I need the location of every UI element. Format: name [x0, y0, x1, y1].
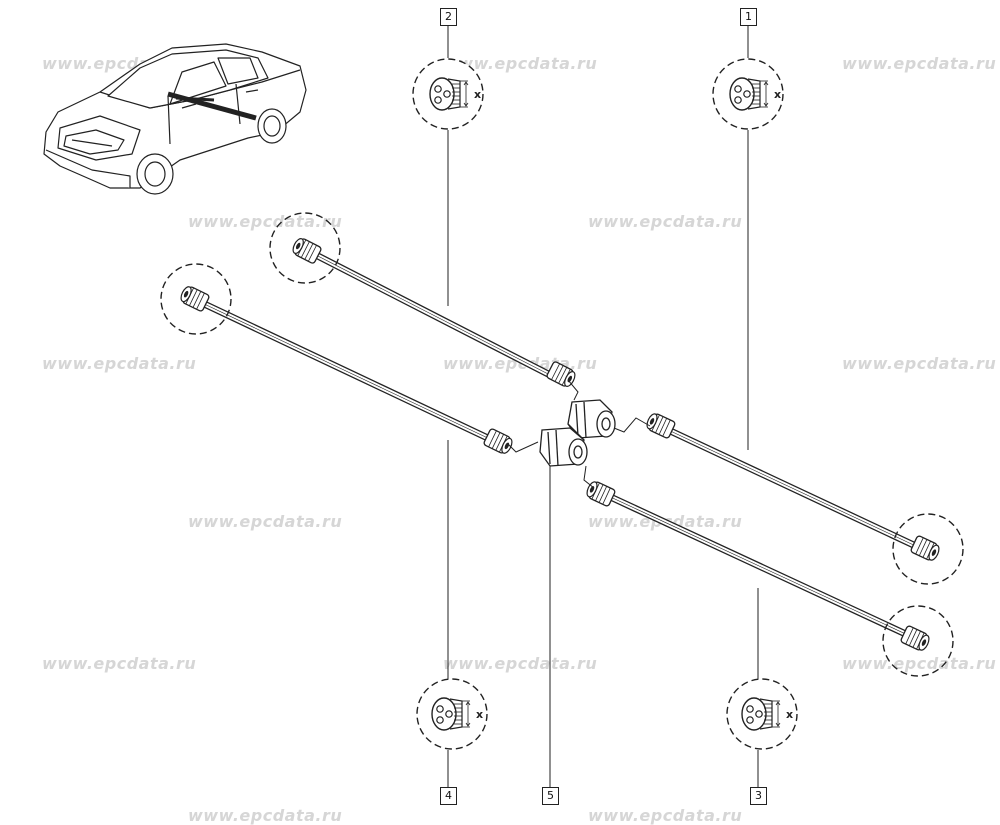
watermark: www.epcdata.ru: [443, 654, 598, 673]
callout-5[interactable]: 5: [542, 787, 559, 805]
watermark: www.epcdata.ru: [842, 654, 997, 673]
detail-circle-1: [712, 58, 784, 130]
callout-4[interactable]: 4: [440, 787, 457, 805]
dimension-label: x: [476, 708, 483, 721]
callout-2[interactable]: 2: [440, 8, 457, 26]
detail-circle-3: [726, 678, 798, 750]
watermark: www.epcdata.ru: [443, 54, 598, 73]
cable-3: [583, 478, 933, 654]
dimension-label: x: [474, 88, 481, 101]
watermark: www.epcdata.ru: [842, 54, 997, 73]
dimension-label: x: [774, 88, 781, 101]
watermark: www.epcdata.ru: [42, 654, 197, 673]
detail-circle-4: [416, 678, 488, 750]
car-illustration: [43, 43, 307, 195]
watermark: www.epcdata.ru: [188, 212, 343, 231]
detail-circle-2: [412, 58, 484, 130]
watermark: www.epcdata.ru: [588, 212, 743, 231]
watermark: www.epcdata.ru: [42, 354, 197, 373]
dimension-label: x: [786, 708, 793, 721]
leader-lines: [447, 24, 759, 787]
callout-1[interactable]: 1: [740, 8, 757, 26]
cable-4: [177, 283, 516, 457]
watermark: www.epcdata.ru: [188, 512, 343, 531]
connection-paths: [507, 379, 651, 489]
callout-3[interactable]: 3: [750, 787, 767, 805]
cable-1: [643, 410, 943, 564]
watermark: www.epcdata.ru: [842, 354, 997, 373]
junction-connector: [539, 399, 616, 467]
cable-2: [289, 235, 579, 390]
highlight-circles: [160, 212, 964, 677]
